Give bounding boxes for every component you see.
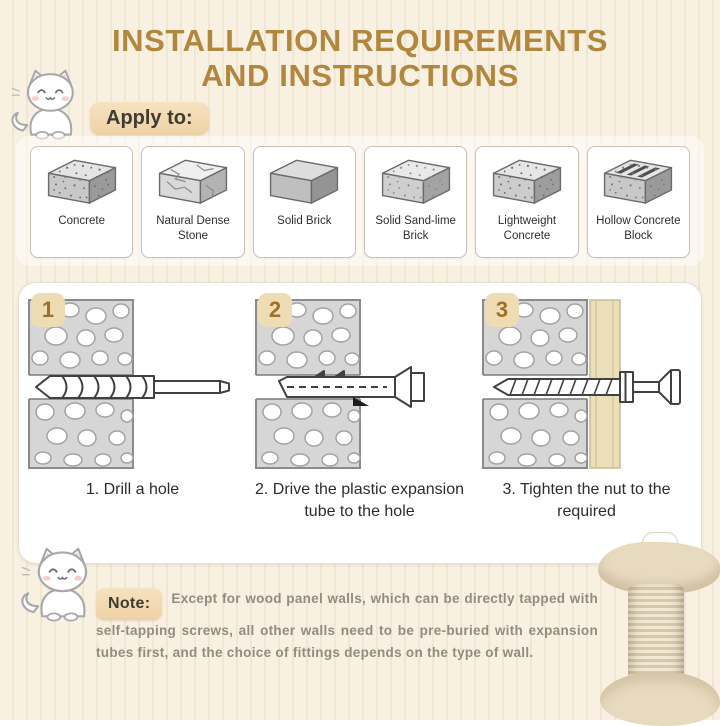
step-2: 2 2. Drive the plastic expansion tube to…: [246, 283, 473, 563]
page-title-line1: INSTALLATION REQUIREMENTS: [111, 23, 609, 58]
material-card-hollow-block: Hollow Concrete Block: [586, 146, 690, 258]
scratching-post-graphic: [598, 532, 720, 726]
cat-icon-bottom: [16, 546, 106, 622]
material-card-solid-brick: Solid Brick: [252, 146, 356, 258]
note-paragraph: Note:Except for wood panel walls, which …: [96, 588, 598, 664]
hollow-block-icon: [604, 159, 673, 205]
material-card-lightweight-concrete: Lightweight Concrete: [475, 146, 579, 258]
step-1: 1 1. Drill a hole: [19, 283, 246, 563]
step-3: 3 3. Tighten the nut to the required: [473, 283, 700, 563]
note-badge: Note:: [96, 588, 163, 620]
drill-hole-illustration: [27, 299, 230, 469]
step-1-number: 1: [31, 293, 65, 327]
post-sisal-pole: [628, 584, 684, 682]
lightweight-concrete-block-icon: [492, 159, 562, 205]
material-card-natural-dense-stone: Natural Dense Stone: [141, 146, 245, 258]
page-title-line2: AND INSTRUCTIONS: [201, 57, 519, 93]
step-3-number: 3: [485, 293, 519, 327]
stone-block-icon: [158, 159, 228, 205]
material-card-sand-lime-brick: Solid Sand-lime Brick: [363, 146, 468, 258]
sand-lime-block-icon: [381, 159, 450, 205]
material-label: Lightweight Concrete: [497, 215, 557, 242]
concrete-block-icon: [47, 159, 116, 205]
steps-panel: 1 1. Drill a hole 2: [18, 282, 702, 564]
cat-icon-top: [6, 68, 92, 140]
material-label: Natural Dense Stone: [156, 215, 230, 242]
material-label: Solid Brick: [277, 215, 332, 227]
page-title: INSTALLATION REQUIREMENTS AND INSTRUCTIO…: [0, 23, 720, 93]
brick-block-icon: [270, 159, 339, 205]
material-label: Concrete: [58, 215, 105, 227]
note-text: Except for wood panel walls, which can b…: [96, 591, 598, 660]
expansion-tube-illustration: [254, 299, 425, 469]
step-3-caption: 3. Tighten the nut to the required: [502, 481, 671, 520]
step-1-caption: 1. Drill a hole: [85, 481, 180, 498]
step-2-caption: 2. Drive the plastic expansion tube to t…: [255, 481, 464, 520]
step-2-number: 2: [258, 293, 292, 327]
material-card-concrete: Concrete: [30, 146, 134, 258]
tighten-nut-illustration: [481, 299, 681, 469]
material-label: Hollow Concrete Block: [596, 215, 681, 242]
apply-to-badge: Apply to:: [90, 102, 209, 135]
post-base-fluff: [600, 672, 720, 726]
material-label: Solid Sand-lime Brick: [375, 215, 456, 242]
note-section: Note:Except for wood panel walls, which …: [96, 588, 598, 664]
materials-row: Concrete Natural Dense Stone: [30, 146, 690, 258]
